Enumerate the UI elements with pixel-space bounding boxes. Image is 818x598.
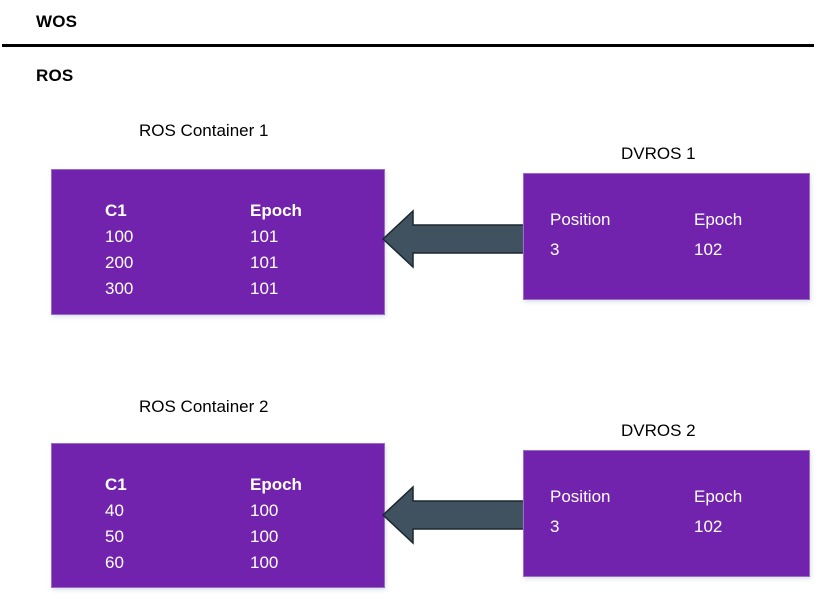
ros-container-1-table: C1 Epoch 100 101 200 101 300 101 xyxy=(105,198,370,302)
ros-container-2-box[interactable]: C1 Epoch 40 100 50 100 60 100 xyxy=(51,443,385,588)
dvros-1-caption: DVROS 1 xyxy=(621,144,696,163)
table-row: 60 100 xyxy=(105,550,370,576)
column-header-c1: C1 xyxy=(105,201,127,220)
column-header-epoch: Epoch xyxy=(250,201,302,220)
field-value-row: 3 102 xyxy=(550,512,804,542)
dvros-2-box[interactable]: Position Epoch 3 102 xyxy=(523,450,810,577)
ros-container-2-table: C1 Epoch 40 100 50 100 60 100 xyxy=(105,472,370,576)
ros-container-2-caption: ROS Container 2 xyxy=(139,397,269,416)
cell-c1: 40 xyxy=(105,501,124,520)
dvros-2-caption: DVROS 2 xyxy=(621,421,696,440)
cell-c1: 60 xyxy=(105,553,124,572)
cell-epoch: 101 xyxy=(250,279,279,298)
table-row: 100 101 xyxy=(105,224,370,250)
arrow-dvros-1-to-ros-container-1 xyxy=(381,203,531,275)
table-row: 300 101 xyxy=(105,276,370,302)
field-label-epoch: Epoch xyxy=(694,210,743,229)
field-label-position: Position xyxy=(550,210,611,229)
column-header-epoch: Epoch xyxy=(250,475,302,494)
field-label-position: Position xyxy=(550,487,611,506)
table-header-row: C1 Epoch xyxy=(105,198,370,224)
cell-epoch: 100 xyxy=(250,501,279,520)
table-row: 40 100 xyxy=(105,498,370,524)
cell-epoch: 100 xyxy=(250,553,279,572)
ros-container-1-box[interactable]: C1 Epoch 100 101 200 101 300 101 xyxy=(51,169,385,315)
column-header-c1: C1 xyxy=(105,475,127,494)
cell-c1: 100 xyxy=(105,227,134,246)
table-row: 200 101 xyxy=(105,250,370,276)
ros-container-1-caption: ROS Container 1 xyxy=(139,121,269,140)
cell-epoch: 100 xyxy=(250,527,279,546)
field-label-row: Position Epoch xyxy=(550,482,804,512)
cell-epoch: 101 xyxy=(250,253,279,272)
field-label-epoch: Epoch xyxy=(694,487,743,506)
field-value-position: 3 xyxy=(550,517,560,536)
cell-epoch: 101 xyxy=(250,227,279,246)
ros-layer-label: ROS xyxy=(36,66,74,85)
dvros-2-fields: Position Epoch 3 102 xyxy=(550,482,804,542)
field-value-row: 3 102 xyxy=(550,235,804,265)
field-value-epoch: 102 xyxy=(694,517,723,536)
dvros-1-fields: Position Epoch 3 102 xyxy=(550,205,804,265)
field-value-epoch: 102 xyxy=(694,240,723,259)
cell-c1: 50 xyxy=(105,527,124,546)
dvros-1-box[interactable]: Position Epoch 3 102 xyxy=(523,173,810,300)
cell-c1: 300 xyxy=(105,279,134,298)
field-label-row: Position Epoch xyxy=(550,205,804,235)
table-header-row: C1 Epoch xyxy=(105,472,370,498)
arrow-dvros-2-to-ros-container-2 xyxy=(381,479,531,551)
table-row: 50 100 xyxy=(105,524,370,550)
wos-layer-label: WOS xyxy=(36,12,78,31)
layer-divider-line xyxy=(2,44,814,47)
cell-c1: 200 xyxy=(105,253,134,272)
field-value-position: 3 xyxy=(550,240,560,259)
